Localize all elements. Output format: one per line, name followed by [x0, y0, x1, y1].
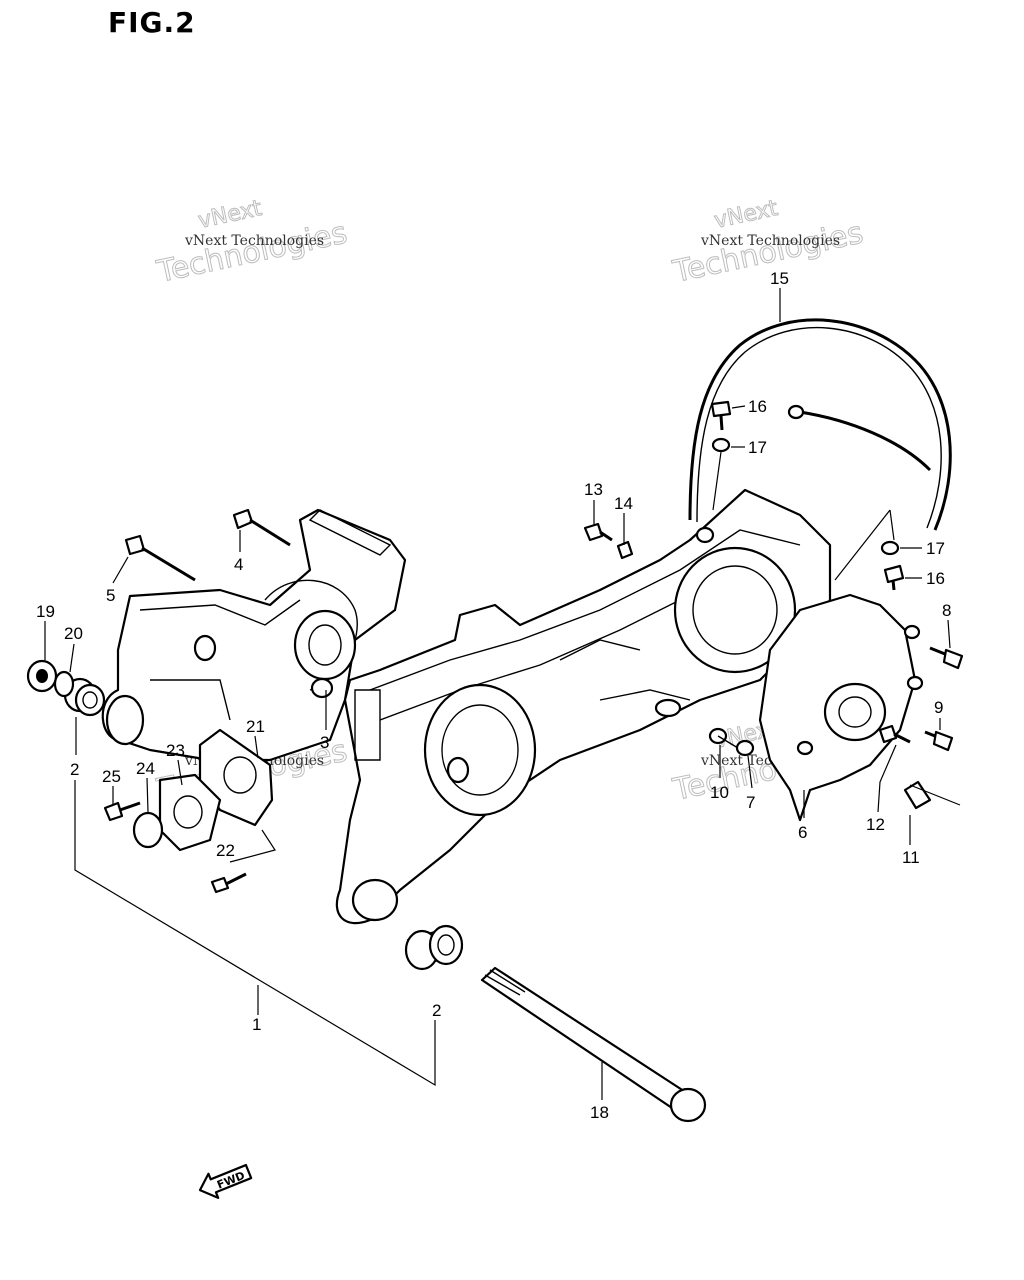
callout-10: 10: [710, 783, 729, 802]
bolt-13: [583, 522, 613, 542]
callout-23: 23: [166, 741, 185, 760]
gasket-7: [735, 739, 755, 757]
callout-1: 1: [252, 1015, 261, 1034]
left-crankcase-half: [101, 508, 407, 762]
callout-6: 6: [798, 823, 807, 842]
callout-labels: 1 2 2 3 4 5 6 7 8 9 10 11 12 13 14 15 16…: [36, 269, 951, 1122]
bolt-long-5: [124, 534, 196, 582]
oil-seal: [26, 659, 58, 693]
bolt-8: [929, 646, 964, 670]
callout-17: 17: [926, 539, 945, 558]
callout-2: 2: [432, 1001, 441, 1020]
bolt-small-25: [103, 801, 141, 822]
dowel-pin-10: [708, 727, 739, 749]
callout-3: 3: [320, 733, 329, 752]
callout-19: 19: [36, 602, 55, 621]
watermark-small-text: vNext: [712, 196, 780, 234]
callout-25: 25: [102, 767, 121, 786]
fwd-label: FWD: [215, 1169, 247, 1192]
callout-4: 4: [234, 555, 243, 574]
watermark-big-text: Technologies: [153, 216, 350, 291]
callout-12: 12: [866, 815, 885, 834]
forward-direction-arrow: FWD: [198, 1163, 253, 1199]
drive-belt: [688, 318, 952, 531]
callout-5: 5: [106, 586, 115, 605]
watermark-left-top: Technologies vNext vNext Technologies: [153, 195, 351, 291]
callout-2: 2: [70, 760, 79, 779]
bearing-lower: [404, 924, 464, 971]
crankcase-cover: [758, 593, 924, 822]
right-crankcase-half: [335, 488, 832, 925]
callout-13: 13: [584, 480, 603, 499]
bolt-9: [924, 730, 954, 752]
callout-20: 20: [64, 624, 83, 643]
bolt-16-lower: [883, 564, 905, 591]
watermark-caption: vNext Technologies: [184, 233, 324, 249]
callout-7: 7: [746, 793, 755, 812]
callout-22: 22: [216, 841, 235, 860]
bolt-long-4: [232, 508, 291, 547]
figure-title: FIG.2: [108, 6, 196, 39]
bolt-12: [878, 724, 911, 744]
callout-15: 15: [770, 269, 789, 288]
clamp-11: [903, 780, 932, 810]
washer-17-lower: [880, 540, 900, 556]
washer-17-upper: [711, 437, 731, 453]
callout-16: 16: [926, 569, 945, 588]
watermark-caption: vNext Technologies: [700, 233, 840, 249]
callout-8: 8: [942, 601, 951, 620]
spacer-ring: [53, 670, 75, 698]
watermark-small-text: vNext: [196, 196, 264, 234]
nut-14: [616, 540, 634, 560]
leader-lines: [44, 288, 961, 1100]
callout-14: 14: [614, 494, 633, 513]
callout-9: 9: [934, 698, 943, 717]
callout-17: 17: [748, 438, 767, 457]
callout-24: 24: [136, 759, 155, 778]
callout-21: 21: [246, 717, 265, 736]
through-bolt: [480, 966, 707, 1123]
watermark-right-top: Technologies vNext vNext Technologies: [669, 195, 867, 291]
callout-16: 16: [748, 397, 767, 416]
callout-18: 18: [590, 1103, 609, 1122]
watermark-big-text: Technologies: [669, 216, 866, 291]
o-ring: [132, 811, 164, 849]
bolt-16-upper: [710, 400, 732, 431]
bolt-small-22: [210, 872, 247, 894]
callout-11: 11: [902, 848, 920, 867]
